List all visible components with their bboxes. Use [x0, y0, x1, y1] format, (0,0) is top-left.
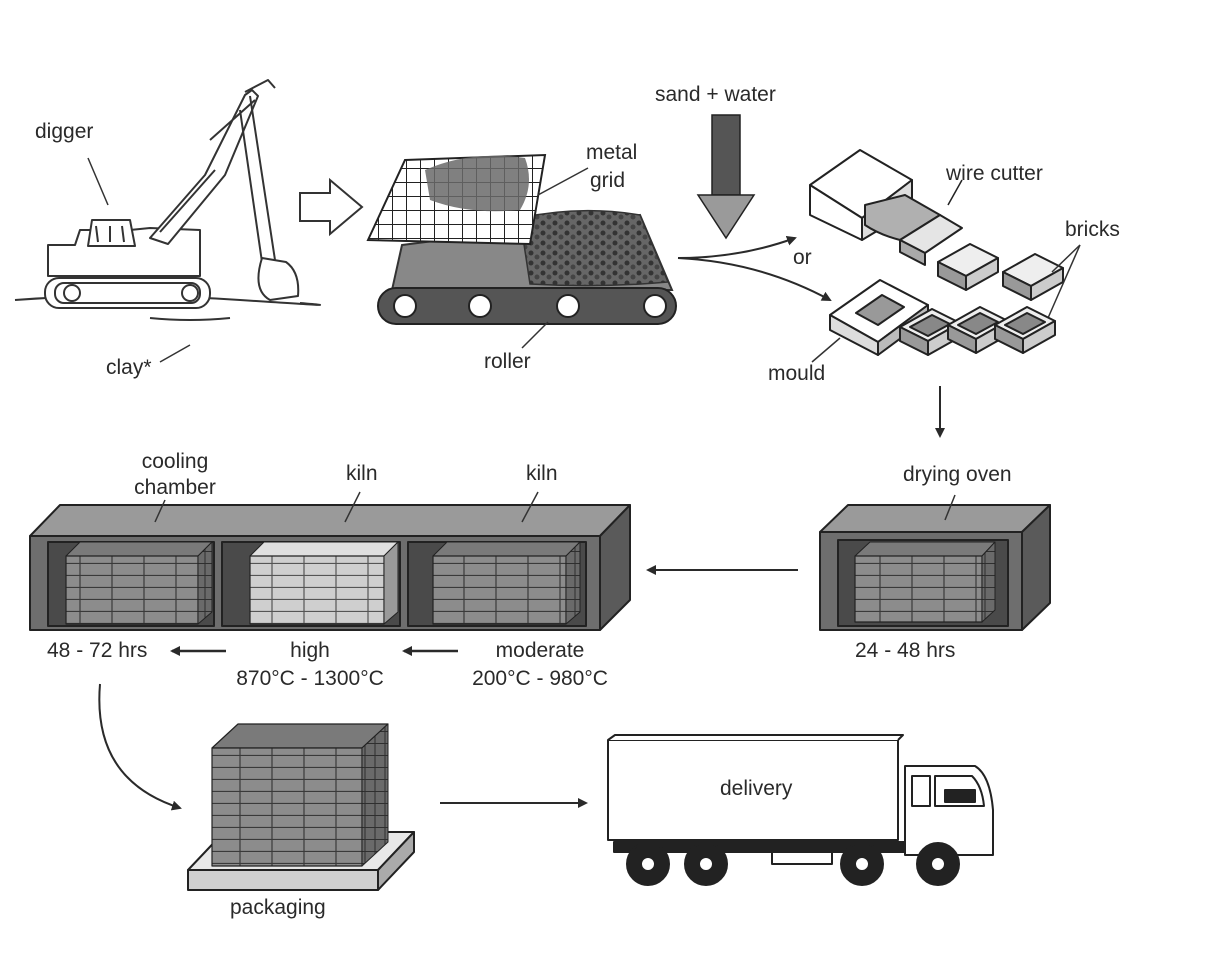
kiln-high-label: kiln	[346, 462, 378, 485]
metal-grid-leader-line	[537, 167, 589, 196]
bricks-label: bricks	[1065, 218, 1120, 241]
wire-cutter-illustration	[809, 149, 963, 266]
cooling-time-label: 48 - 72 hrs	[47, 639, 148, 662]
or-label: or	[793, 246, 812, 269]
drying-oven-leader-line	[944, 494, 956, 521]
delivery-label: delivery	[720, 777, 793, 800]
cooling-chamber-leader-line	[154, 499, 166, 523]
digger-label: digger	[35, 120, 94, 143]
brick-icon	[994, 306, 1056, 354]
metal-grid-label-line1: metal	[586, 141, 638, 164]
roller-leader-line	[521, 321, 549, 349]
moderate-temp-label: 200°C - 980°C	[472, 667, 608, 690]
cooling-chamber-label-line2: chamber	[134, 476, 216, 499]
mould-leader-line	[811, 337, 841, 363]
kiln-moderate-label: kiln	[526, 462, 558, 485]
delivery-truck-illustration	[607, 734, 994, 886]
packaging-pallet-illustration	[187, 723, 415, 891]
packaging-label: packaging	[230, 896, 326, 919]
flow-arrow-to-packaging	[98, 683, 182, 811]
clay-label: clay*	[106, 356, 152, 379]
flow-arrow-to-mould	[677, 257, 832, 301]
flow-arrow-to-wire-cutter	[677, 236, 797, 259]
sand-water-label: sand + water	[655, 83, 776, 106]
bricks-leader-line	[1051, 244, 1081, 273]
metal-grid-label-line2: grid	[590, 169, 626, 192]
digger-leader-line	[87, 157, 109, 206]
kiln-moderate-leader-line	[521, 491, 539, 523]
brick-icon	[937, 243, 999, 291]
wire-cutter-label: wire cutter	[946, 162, 1043, 185]
high-label: high	[290, 639, 330, 662]
roller-label: roller	[484, 350, 531, 373]
clay-leader-line	[159, 344, 191, 363]
drying-oven-label: drying oven	[903, 463, 1012, 486]
drying-oven-illustration	[819, 504, 1051, 631]
metal-grid-illustration	[366, 153, 547, 246]
cooling-chamber-label-line1: cooling	[141, 450, 209, 473]
high-temp-label: 870°C - 1300°C	[236, 667, 384, 690]
hollow-arrow-icon	[299, 177, 364, 237]
kiln-high-leader-line	[344, 491, 361, 523]
brick-icon	[1002, 253, 1064, 301]
drying-time-label: 24 - 48 hrs	[855, 639, 956, 662]
sand-water-arrow-icon	[696, 114, 756, 240]
conveyor-belt-illustration	[377, 209, 677, 325]
kiln-chamber-illustration	[29, 504, 631, 631]
digger-illustration	[14, 79, 321, 321]
bricks-leader-line	[1047, 244, 1081, 319]
moderate-label: moderate	[495, 639, 585, 662]
mould-label: mould	[768, 362, 826, 385]
